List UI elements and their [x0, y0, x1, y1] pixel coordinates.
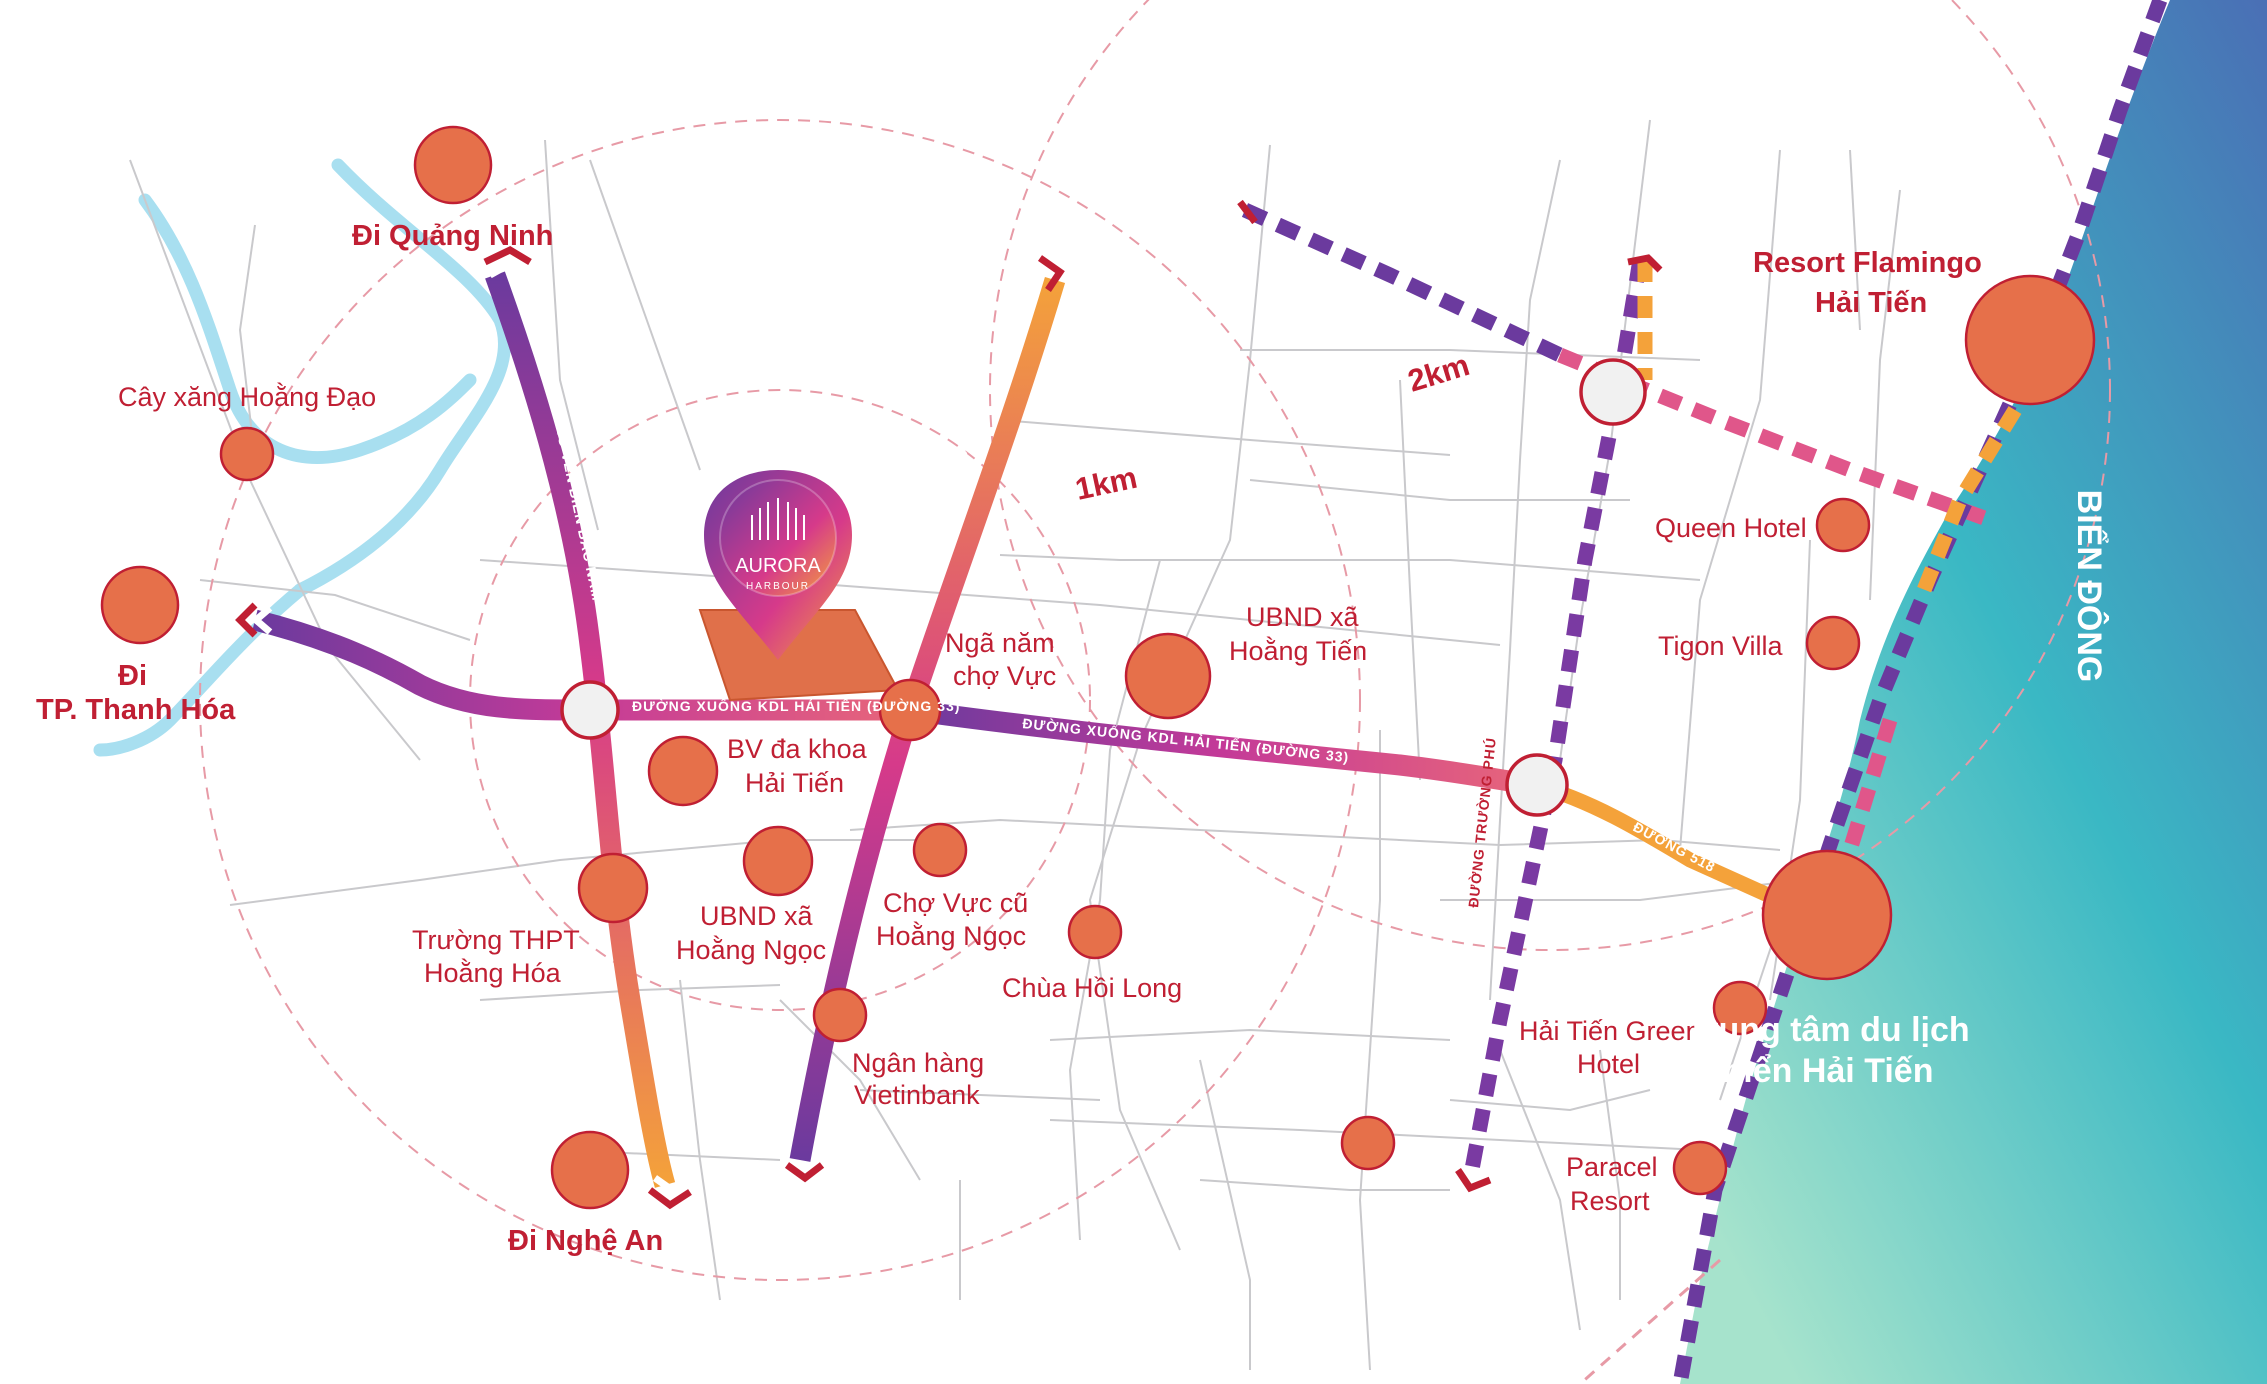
- poi-tigon: [1805, 615, 1861, 671]
- label-ngan-hang-1: Ngân hàng: [852, 1048, 984, 1078]
- label-ubnd-ngoc-2: Hoằng Ngọc: [676, 934, 826, 965]
- poi-cho-vuc: [912, 822, 968, 878]
- label-thpt-1: Trường THPT: [412, 925, 580, 955]
- label-paracel-1: Paracel: [1566, 1152, 1658, 1182]
- poi-trung-tam: [1761, 849, 1893, 981]
- poi-quang-ninh: [413, 125, 493, 205]
- road-label-kdl-west: ĐƯỜNG XUỐNG KDL HẢI TIẾN (ĐƯỜNG 33): [632, 697, 960, 714]
- label-bv-2: Hải Tiến: [745, 768, 844, 798]
- label-paracel-2: Resort: [1570, 1186, 1650, 1216]
- label-trung-tam-1: Trung tâm du lịch: [1686, 1011, 1969, 1049]
- label-tigon: Tigon Villa: [1658, 631, 1784, 661]
- label-nga-nam-2: chợ Vực: [953, 661, 1056, 691]
- poi-green-hotel: [1712, 980, 1768, 1036]
- label-green-1: Hải Tiến Green: [1519, 1016, 1701, 1046]
- route-end-markers: [235, 199, 1663, 1210]
- label-cho-vuc-1: Chợ Vực cũ: [883, 888, 1028, 918]
- poi-ubnd-tien: [1124, 632, 1212, 720]
- label-flamingo-2: Hải Tiến: [1815, 287, 1927, 319]
- poi-queen: [1815, 497, 1871, 553]
- direction-nghe-an: Đi Nghệ An: [508, 1225, 663, 1257]
- label-ubnd-tien-2: Hoằng Tiến: [1229, 635, 1367, 666]
- project-pin-marker: AURORA HARBOUR: [704, 470, 852, 660]
- road-label-518: ĐƯỜNG 518: [1631, 818, 1719, 876]
- intersection-nodes: [560, 358, 1647, 817]
- label-cay-xang: Cây xăng Hoằng Đạo: [118, 381, 376, 412]
- poi-cay-xang: [219, 426, 275, 482]
- road-kdl-west: [252, 609, 910, 721]
- river: [93, 158, 512, 757]
- poi-thpt: [577, 852, 649, 924]
- poi-ngan-hang: [812, 987, 868, 1043]
- poi-paracel: [1672, 1140, 1728, 1196]
- poi-paracel-2: [1340, 1115, 1396, 1171]
- direction-thanh-hoa-1: Đi: [118, 660, 147, 692]
- place-labels: Cây xăng Hoằng Đạo Ngã năm chợ Vực BV đa…: [118, 247, 1982, 1216]
- label-bv-1: BV đa khoa: [727, 734, 868, 764]
- label-ubnd-tien-1: UBND xã: [1246, 602, 1360, 632]
- poi-thanh-hoa: [100, 565, 180, 645]
- label-queen: Queen Hotel: [1655, 513, 1807, 543]
- sea-area: [1680, 0, 2267, 1384]
- label-ngan-hang-2: Vietinbank: [854, 1080, 980, 1110]
- label-cho-vuc-2: Hoằng Ngọc: [876, 920, 1026, 951]
- label-nga-nam-1: Ngã năm: [945, 628, 1055, 658]
- label-chua: Chùa Hồi Long: [1002, 973, 1182, 1003]
- road-label-truong-phu: ĐƯỜNG TRƯỜNG PHÚ: [1464, 736, 1499, 908]
- distance-label-2km: 2km: [1404, 347, 1474, 399]
- poi-nghe-an: [550, 1130, 630, 1210]
- poi-chua: [1067, 904, 1123, 960]
- distance-label-1km: 1km: [1072, 460, 1140, 507]
- poi-flamingo: [1964, 274, 2096, 406]
- logo-text-harbour: HARBOUR: [746, 581, 810, 592]
- label-thpt-2: Hoằng Hóa: [424, 957, 562, 988]
- label-ubnd-ngoc-1: UBND xã: [700, 901, 814, 931]
- sea-name-label: BIỂN ĐÔNG: [2070, 490, 2109, 683]
- label-trung-tam-2: biển Hải Tiến: [1723, 1052, 1934, 1090]
- road-kdl-east: [908, 699, 1537, 796]
- poi-ubnd-ngoc: [742, 825, 814, 897]
- poi-bv-da-khoa: [647, 735, 719, 807]
- direction-thanh-hoa-2: TP. Thanh Hóa: [36, 694, 236, 726]
- label-green-2: Hotel: [1577, 1049, 1640, 1079]
- label-flamingo-1: Resort Flamingo: [1753, 247, 1982, 279]
- logo-text-aurora: AURORA: [735, 555, 821, 577]
- direction-quang-ninh: Đi Quảng Ninh: [352, 220, 553, 252]
- poi-markers: [100, 125, 2096, 1210]
- road-ven-bien: [485, 271, 676, 1188]
